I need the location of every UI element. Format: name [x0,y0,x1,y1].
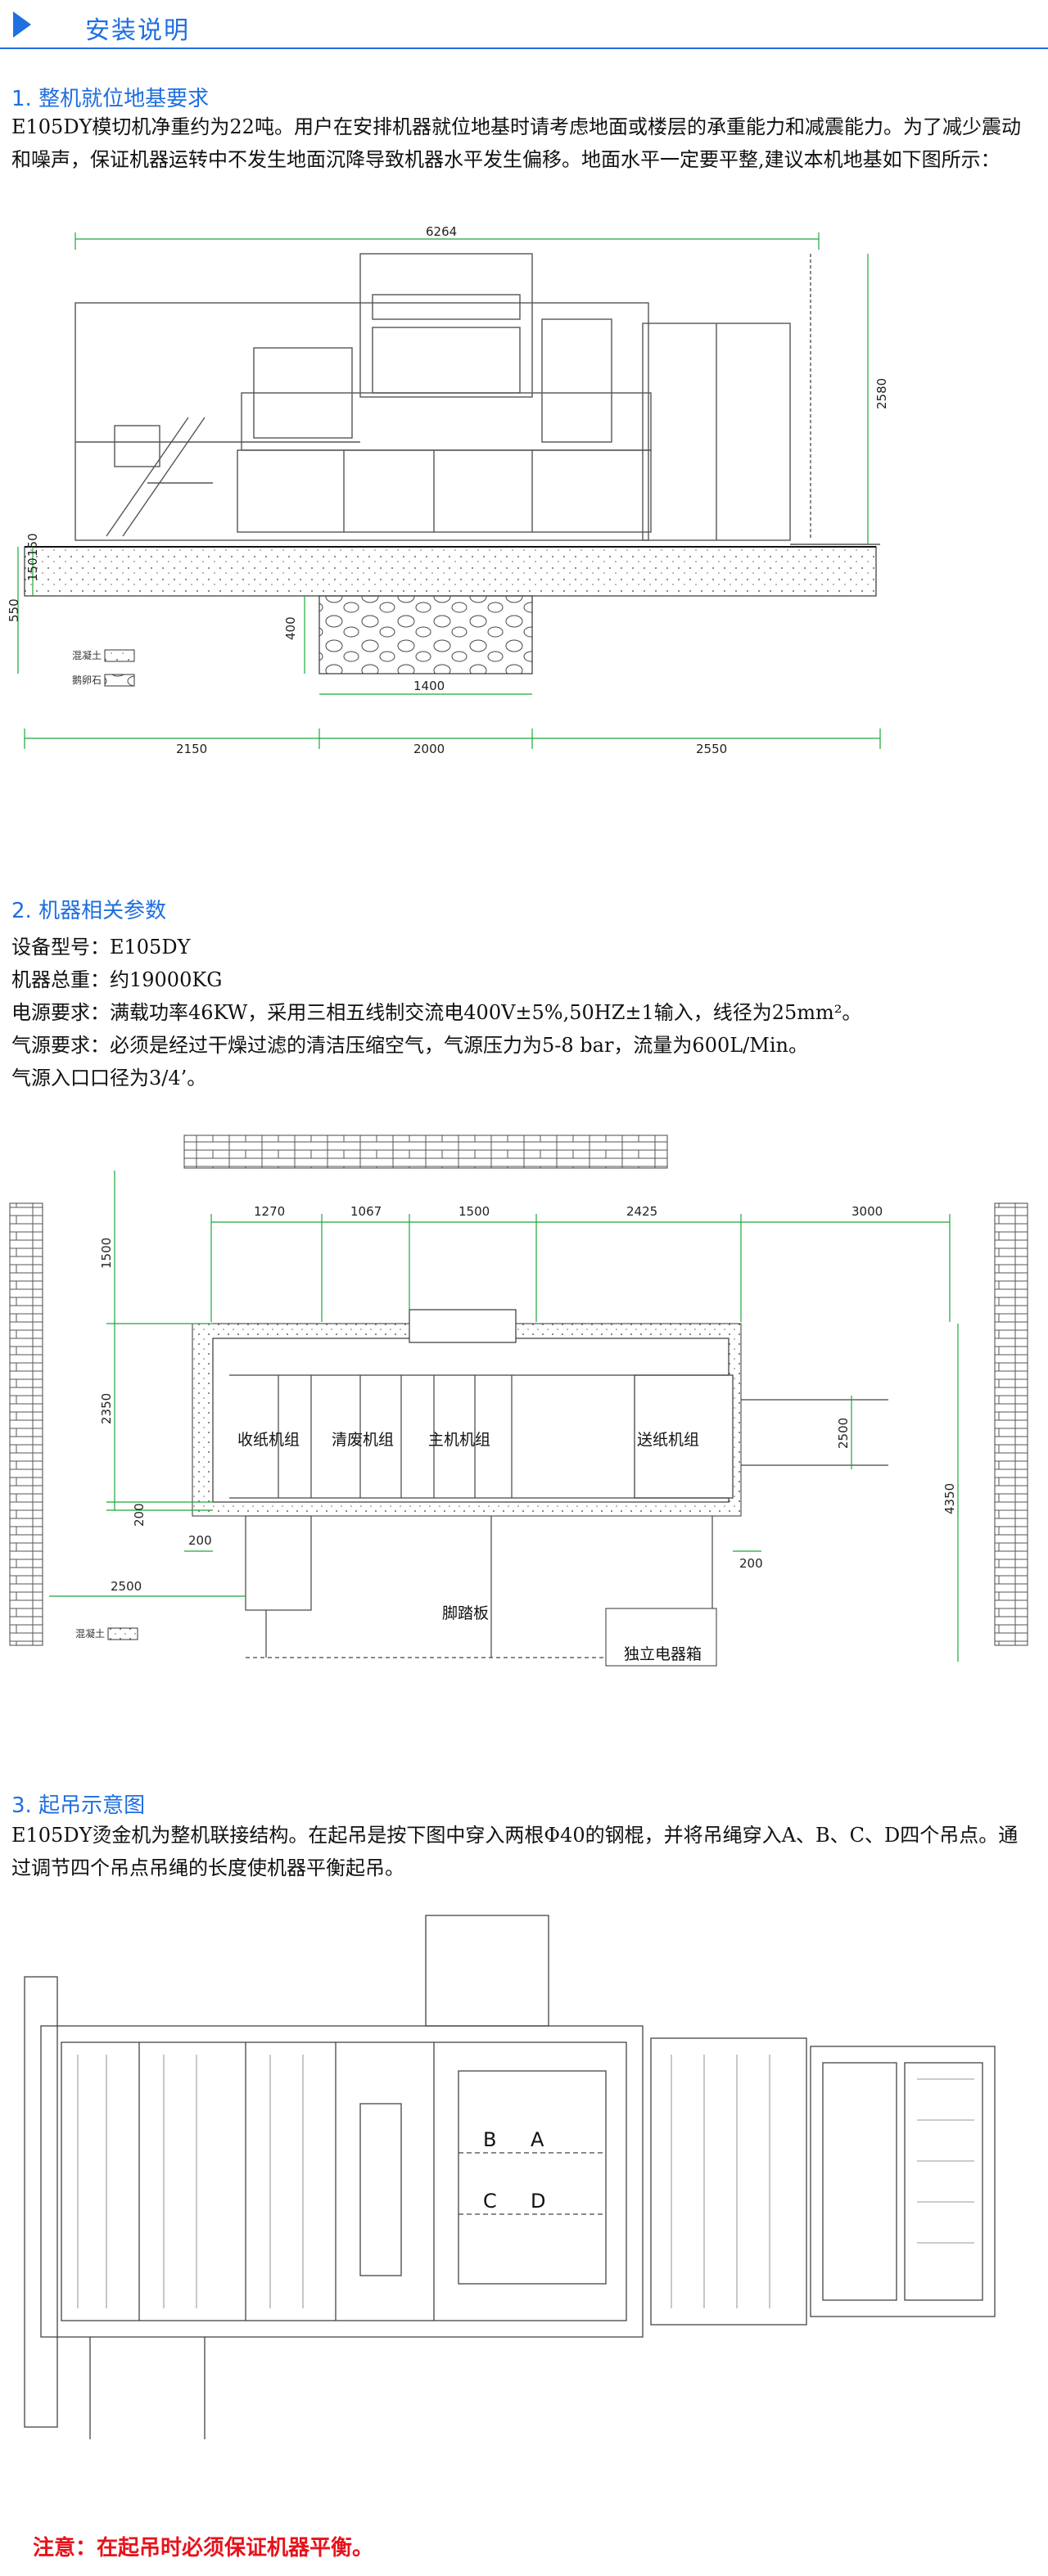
dim-400: 400 [283,616,298,640]
section3-title: 3. 起吊示意图 [11,1793,146,1818]
layout-diagram: 1270 1067 1500 2425 3000 1500 2350 200 2… [9,1135,1028,1667]
dim-200-a: 200 [188,1533,212,1548]
dim-2500-left: 2500 [111,1579,142,1594]
section1-text: E105DY模切机净重约为22吨。用户在安排机器就位地基时请考虑地面或楼层的承重… [11,115,1021,171]
dim-2350: 2350 [99,1393,114,1424]
header-arrow-icon [13,11,31,38]
dim-6264: 6264 [426,224,457,239]
page-header: 安装说明 [0,0,1048,49]
pedal-label: 脚踏板 [442,1604,489,1622]
section3-text: E105DY烫金机为整机联接结构。在起吊是按下图中穿入两根Φ40的钢棍，并将吊绳… [11,1824,1019,1879]
dim-1500-top: 1500 [458,1204,490,1219]
machine-side-view [75,253,880,545]
param-model: 设备型号：E105DY [11,936,191,959]
param-air: 气源要求：必须是经过干燥过滤的清洁压缩空气，气源压力为5-8 bar，流量为60… [11,1034,808,1057]
unit-stripping: 清废机组 [332,1431,394,1449]
dim-1067: 1067 [350,1204,382,1219]
lift-point-c: C [483,2190,497,2213]
dim-200-left: 200 [132,1503,147,1527]
wall-left [9,1202,43,1646]
lifting-diagram: B A C D [24,1915,996,2439]
stone-pit [318,595,533,674]
unit-receiving: 收纸机组 [237,1431,300,1449]
dim-2000: 2000 [413,742,445,756]
dim-3000: 3000 [852,1204,883,1219]
dim-2425: 2425 [626,1204,657,1219]
legend-concrete-label-2: 混凝土 [75,1627,105,1640]
dim-2150: 2150 [176,742,207,756]
lift-point-d: D [531,2190,545,2213]
foundation-diagram: 6264 2580 550 150 150 400 1400 2150 2000… [7,224,889,756]
dim-1270: 1270 [254,1204,285,1219]
warning-note: 注意：在起吊时必须保证机器平衡。 [33,2536,374,2560]
dim-550: 550 [7,598,21,622]
concrete-slab [24,546,877,597]
layout-dimension-lines [49,1171,959,1662]
wall-right [994,1202,1028,1646]
lift-point-b: B [483,2128,496,2151]
dim-4350: 4350 [942,1483,957,1514]
dim-1400: 1400 [413,679,445,693]
unit-feeding: 送纸机组 [637,1431,699,1449]
legend-stone-label: 鹅卵石 [72,674,102,686]
param-air-inlet: 气源入口口径为3/4’。 [11,1067,207,1089]
section1-title: 1. 整机就位地基要求 [11,87,210,111]
header-divider [0,47,1048,49]
page-title: 安装说明 [85,16,190,45]
cabinet-label: 独立电器箱 [624,1645,702,1663]
dim-2550: 2550 [696,742,727,756]
dim-150-b: 150 [25,533,40,557]
section2-title: 2. 机器相关参数 [11,899,167,923]
lift-point-a: A [531,2128,544,2151]
param-weight: 机器总重：约19000KG [11,968,223,991]
param-power: 电源要求：满载功率46KW，采用三相五线制交流电400V±5%,50HZ±1输入… [11,1001,862,1024]
machine-top-view [24,1915,996,2439]
dim-2500-right: 2500 [836,1418,851,1449]
cabinet-box [605,1608,717,1667]
dim-200-b: 200 [739,1556,763,1571]
unit-main: 主机机组 [428,1431,490,1449]
dim-2580: 2580 [874,378,889,409]
legend-concrete-label: 混凝土 [72,649,102,661]
dim-150-a: 150 [25,557,40,581]
dimension-lines [17,232,881,749]
dim-1500-left: 1500 [99,1238,114,1269]
wall-top [183,1135,668,1169]
